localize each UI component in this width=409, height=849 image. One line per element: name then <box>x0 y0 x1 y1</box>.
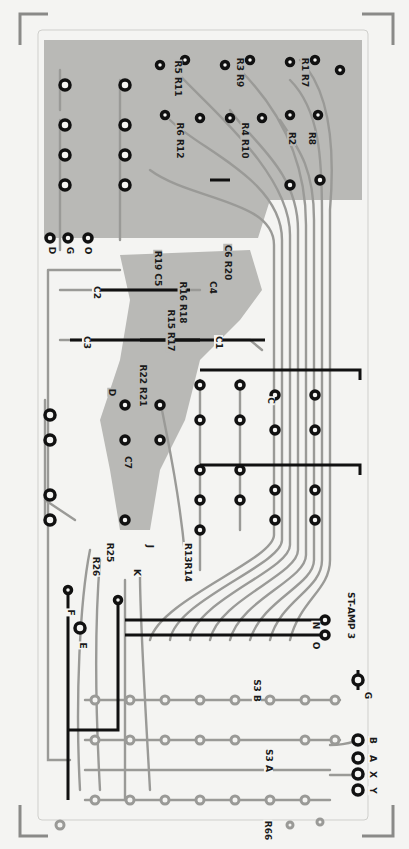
part-label: R4 R10 <box>241 121 250 159</box>
part-label: R2 <box>287 130 296 145</box>
part-label: R66 <box>264 819 273 840</box>
part-label: C4 <box>208 280 217 295</box>
part-label: N <box>311 620 320 630</box>
part-label: A <box>368 754 377 763</box>
part-label: R25 <box>106 541 115 562</box>
part-label: E <box>78 641 87 649</box>
part-label: Y <box>368 786 377 795</box>
part-label: R26 <box>92 555 101 576</box>
part-label: G <box>65 245 74 254</box>
part-label: R16 R18 <box>177 280 186 324</box>
part-label: K <box>131 568 140 577</box>
traces <box>45 60 360 800</box>
part-label: S3 B <box>252 678 261 703</box>
part-label: S3 A <box>264 748 273 773</box>
board-outline <box>38 30 368 820</box>
part-label: F <box>66 608 75 616</box>
part-label: C2 <box>92 285 101 300</box>
part-label: G <box>363 690 372 699</box>
copper-pour <box>100 250 262 530</box>
switch-pads <box>56 696 339 829</box>
part-label: R3 R9 <box>236 56 245 88</box>
part-label: O <box>312 640 321 650</box>
jumper-wires <box>68 180 360 800</box>
part-label: R13R14 <box>182 542 191 583</box>
part-label: X <box>367 770 376 779</box>
corner-marks <box>20 14 393 836</box>
part-label: O <box>84 245 93 255</box>
part-label: J <box>145 543 154 548</box>
part-label: C6 R20 <box>224 243 233 280</box>
part-label: C3 <box>82 335 91 350</box>
part-label: R6 R12 <box>176 121 185 159</box>
part-label: R15 R17 <box>165 308 174 352</box>
part-label: R8 <box>307 130 316 145</box>
part-label: R22 R21 <box>137 363 146 407</box>
part-label: R5 R11 <box>174 59 183 97</box>
part-label: D <box>47 245 56 254</box>
part-label: R19 C5 <box>154 249 163 286</box>
part-label: ST-AMP 3 <box>345 591 354 640</box>
part-label: R1 R7 <box>301 56 310 88</box>
part-label: C7 <box>123 455 132 470</box>
part-label: B <box>368 736 377 745</box>
part-label: C <box>265 396 274 405</box>
part-label: C1 <box>214 335 223 350</box>
part-label: D <box>107 387 116 396</box>
solder-pads <box>45 57 363 796</box>
